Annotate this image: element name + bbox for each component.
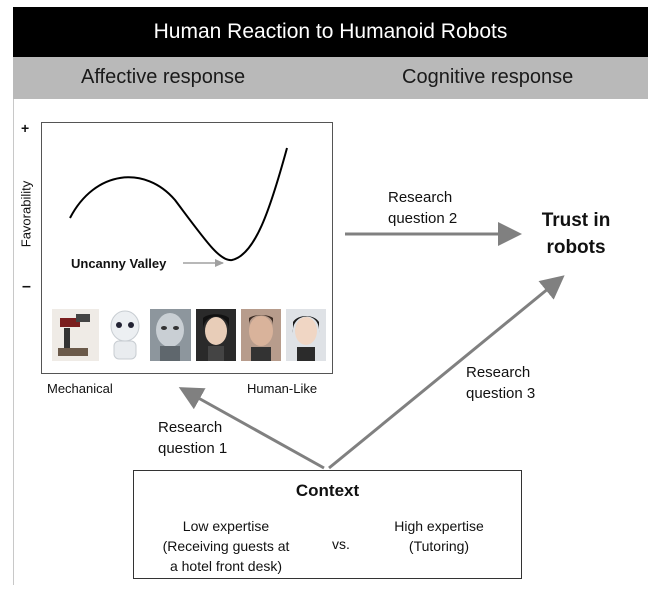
research-question-3-label: Research question 3	[466, 362, 535, 404]
x-axis-left-label: Mechanical	[47, 381, 113, 396]
high-line-1: High expertise	[394, 518, 484, 534]
affective-response-label: Affective response	[81, 66, 246, 88]
uncanny-valley-label: Uncanny Valley	[71, 256, 167, 271]
x-axis-right-label: Human-Like	[247, 381, 318, 396]
low-line-2: (Receiving guests at	[162, 538, 290, 554]
context-box: Context Low expertise (Receiving guests …	[133, 470, 522, 579]
low-line-3: a hotel front desk)	[169, 558, 283, 574]
low-expertise-text: Low expertise (Receiving guests at a hot…	[140, 516, 312, 576]
high-line-2: (Tutoring)	[408, 538, 470, 554]
human-woman-image	[286, 309, 326, 361]
research-question-3-arrow	[328, 275, 565, 470]
rq3-line-2: question 3	[466, 385, 536, 402]
response-header: Affective response Cognitive response	[13, 57, 648, 99]
context-title: Context	[295, 481, 360, 500]
frame-divider	[13, 99, 14, 585]
y-axis-plus: +	[21, 120, 30, 136]
research-question-1-arrow	[178, 387, 325, 470]
robot-android-image	[150, 309, 191, 361]
rq1-line-1: Research	[158, 419, 223, 436]
rq1-line-2: question 1	[158, 440, 228, 457]
rq2-line-1: Research	[388, 189, 453, 206]
high-expertise-text: High expertise (Tutoring)	[374, 516, 504, 556]
research-question-1-label: Research question 1	[158, 417, 227, 459]
trust-line-1: Trust in	[541, 210, 611, 231]
rq2-line-2: question 2	[388, 210, 458, 227]
trust-line-2: robots	[546, 237, 606, 258]
trust-in-robots-label: Trust in robots	[528, 207, 624, 261]
versus-label: vs.	[332, 536, 350, 552]
robot-industrial-image	[52, 309, 99, 361]
robot-android-woman-image	[196, 309, 236, 361]
robot-pepper-image	[104, 309, 146, 361]
diagram-title: Human Reaction to Humanoid Robots	[13, 7, 648, 57]
uncanny-valley-curve	[69, 147, 288, 262]
low-line-1: Low expertise	[182, 518, 270, 534]
rq3-line-1: Research	[466, 364, 531, 381]
research-question-2-label: Research question 2	[388, 187, 457, 229]
y-axis-minus: –	[22, 278, 31, 295]
robot-android-man-image	[241, 309, 281, 361]
cognitive-response-label: Cognitive response	[402, 66, 574, 88]
